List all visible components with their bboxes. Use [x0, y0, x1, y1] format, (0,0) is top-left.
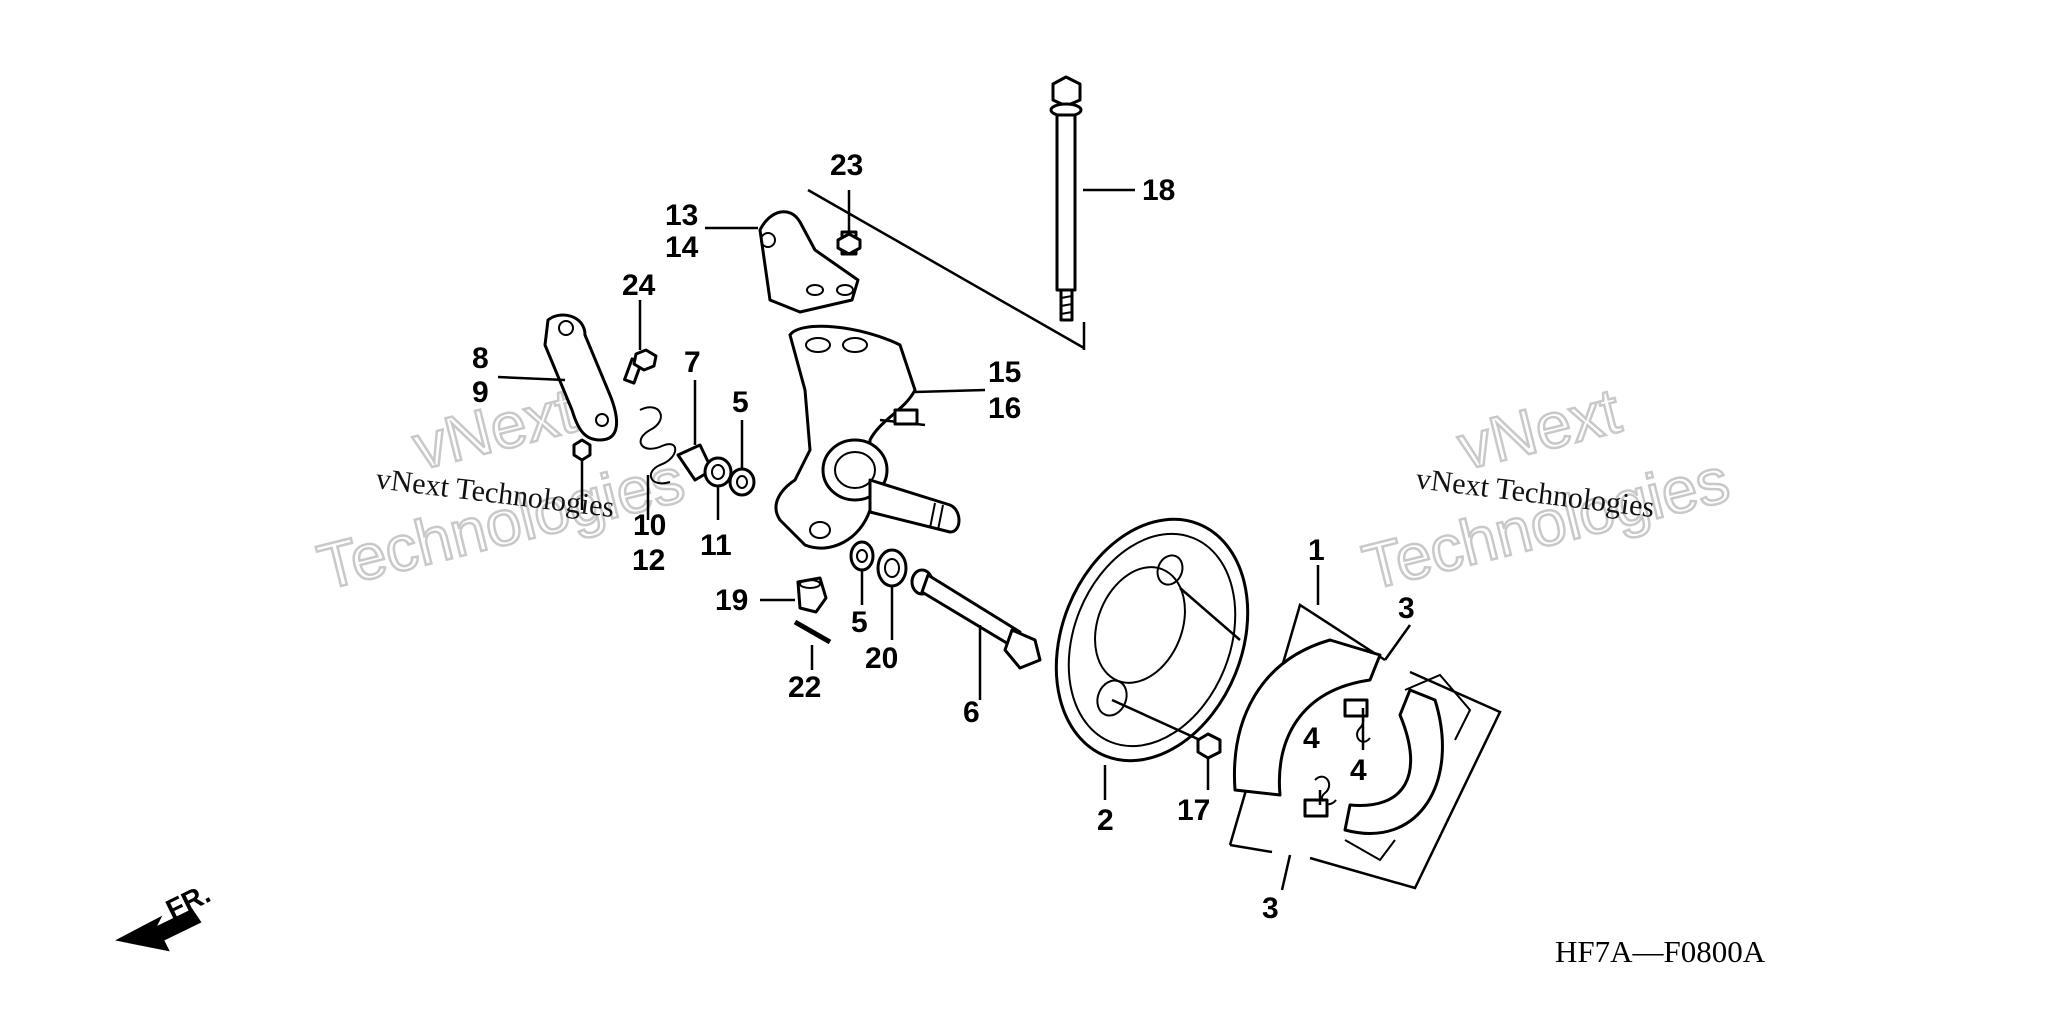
part-washer-5-upper [728, 420, 756, 497]
part-seal-20 [876, 548, 908, 640]
watermark-brand-left: vNext [406, 374, 582, 483]
callout-13: 13 [665, 199, 698, 232]
leader-18-bracket [807, 188, 1085, 350]
callout-6: 6 [963, 696, 980, 729]
part-nut-19 [760, 576, 828, 614]
callout-8: 8 [472, 342, 489, 375]
front-direction-arrow: FR. [115, 878, 215, 952]
callout-16: 16 [988, 392, 1021, 425]
part-spring-10 [639, 406, 677, 520]
part-bolt-18 [1049, 75, 1135, 322]
callout-19: 19 [715, 584, 748, 617]
callout-20: 20 [865, 642, 898, 675]
callout-7: 7 [684, 346, 701, 379]
leader-3-lower [1280, 854, 1292, 891]
callout-11: 11 [700, 529, 732, 562]
callout-15: 15 [988, 356, 1021, 389]
diagram-code: HF7A—F0800A [1555, 934, 1766, 969]
callout-14: 14 [665, 231, 699, 264]
callout-1: 1 [1308, 534, 1325, 567]
part-shaft-6 [910, 568, 1042, 700]
callout-5-upper: 5 [732, 386, 749, 419]
leader-3-upper [1383, 624, 1412, 661]
part-brake-shoes-1 [1228, 565, 1502, 890]
part-nut-small [572, 438, 592, 510]
callout-24: 24 [622, 269, 656, 302]
callout-5-lower: 5 [851, 606, 868, 639]
callout-9: 9 [472, 376, 489, 409]
part-bolt-24 [623, 300, 658, 385]
callout-12: 12 [632, 544, 665, 577]
part-knuckle-15 [774, 324, 986, 550]
part-pin-22 [793, 619, 832, 670]
part-drum-2 [1054, 517, 1250, 800]
watermark-brand2-right: Technologies [1356, 443, 1736, 603]
callout-3-lower: 3 [1262, 892, 1279, 925]
callout-17: 17 [1177, 794, 1210, 827]
callout-22: 22 [788, 671, 821, 704]
callout-23: 23 [830, 149, 863, 182]
part-washer-5-lower [849, 540, 875, 605]
part-bracket-13 [705, 210, 860, 314]
callout-10: 10 [633, 509, 666, 542]
part-arm-8 [497, 313, 619, 442]
callout-2: 2 [1097, 804, 1114, 837]
callout-18: 18 [1142, 174, 1175, 207]
part-bolt-23 [836, 190, 862, 256]
front-direction-label: FR. [161, 878, 215, 926]
watermark-brand-right: vNext [1451, 374, 1627, 483]
callout-3-upper: 3 [1398, 592, 1415, 625]
part-bolt-17 [1196, 732, 1222, 790]
watermark-right: vNext Technologies vNext Technologies [1355, 373, 1737, 605]
part-bearing-11 [703, 456, 733, 520]
callout-4-left: 4 [1303, 722, 1320, 755]
callout-4-right: 4 [1350, 754, 1367, 787]
